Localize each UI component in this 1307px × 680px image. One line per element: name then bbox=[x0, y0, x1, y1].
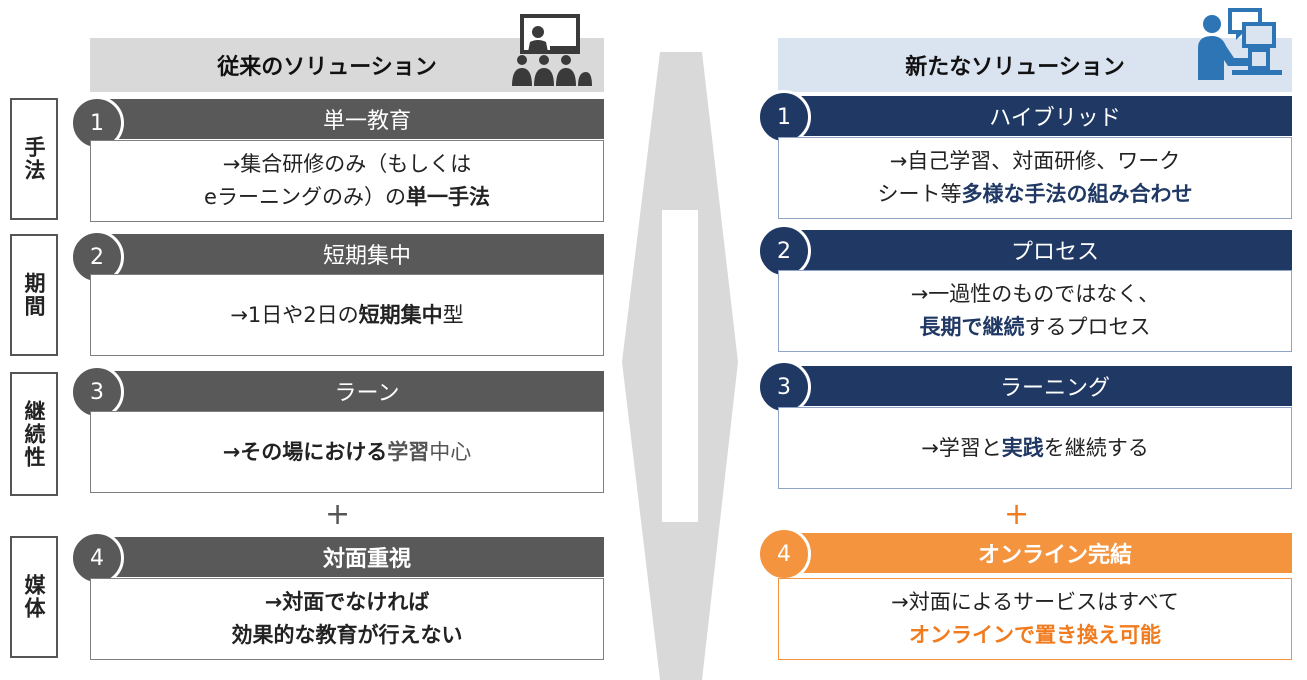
new-item-3-text-c: を継続する bbox=[1043, 435, 1149, 460]
old-item-3-highlight: 学習 bbox=[387, 439, 430, 464]
new-item-1-number: 1 bbox=[757, 90, 811, 144]
new-solution-title: 新たなソリューション bbox=[905, 55, 1125, 80]
old-item-4-body: →対面でなければ 効果的な教育が行えない bbox=[90, 578, 604, 660]
old-item-1-line1: →集合研修のみ（もしくは bbox=[222, 152, 472, 176]
new-item-3-label: ラーニング bbox=[999, 376, 1110, 401]
double-arrow-icon bbox=[622, 52, 738, 680]
new-item-3-title: ラーニング bbox=[778, 366, 1292, 406]
online-worker-icon bbox=[1198, 8, 1282, 80]
new-item-4-body: →対面によるサービスはすべて オンラインで置き換え可能 bbox=[778, 578, 1292, 660]
old-item-1-line2: eラーニングのみ）の単一手法 bbox=[204, 181, 490, 214]
old-item-3-label: ラーン bbox=[334, 381, 400, 406]
new-item-4-label: オンライン完結 bbox=[977, 543, 1132, 568]
new-item-2-label: プロセス bbox=[1010, 240, 1099, 265]
new-plus-sign: + bbox=[1004, 497, 1030, 532]
old-item-2-title: 短期集中 bbox=[90, 234, 604, 274]
new-item-1-label: ハイブリッド bbox=[989, 106, 1121, 131]
new-item-3-highlight: 実践 bbox=[1001, 435, 1044, 460]
old-item-3-number: 3 bbox=[70, 365, 124, 419]
old-item-4-line2: 効果的な教育が行えない bbox=[231, 623, 463, 647]
classroom-icon bbox=[512, 14, 592, 86]
old-item-2-text-a: →1日や2日の bbox=[230, 302, 359, 327]
old-item-2-text-c: 型 bbox=[442, 302, 464, 327]
new-item-3-number: 3 bbox=[757, 360, 811, 414]
side-label-continuity: 継続性 bbox=[10, 372, 58, 496]
old-item-4-number: 4 bbox=[70, 531, 124, 585]
new-item-4-number: 4 bbox=[757, 527, 811, 581]
new-item-4-title: オンライン完結 bbox=[778, 533, 1292, 573]
old-item-3-text-a: →その場における bbox=[222, 439, 388, 464]
side-label-period: 期間 bbox=[10, 234, 58, 356]
old-item-4-label: 対面重視 bbox=[322, 547, 411, 572]
old-item-1-label: 単一教育 bbox=[322, 109, 411, 134]
new-item-2-line2: 長期で継続するプロセス bbox=[920, 311, 1151, 344]
side-label-medium: 媒体 bbox=[10, 536, 58, 658]
new-item-3-text-a: →学習と bbox=[921, 435, 1002, 460]
new-item-1-title: ハイブリッド bbox=[778, 96, 1292, 136]
new-item-1-line1: →自己学習、対面研修、ワーク bbox=[889, 149, 1181, 173]
new-item-2-body: →一過性のものではなく、 長期で継続するプロセス bbox=[778, 270, 1292, 352]
new-item-3-text: →学習と実践を継続する bbox=[921, 432, 1149, 465]
new-item-2-line1: →一過性のものではなく、 bbox=[910, 282, 1160, 306]
new-item-1-body: →自己学習、対面研修、ワーク シート等多様な手法の組み合わせ bbox=[778, 137, 1292, 219]
new-item-2-highlight: 長期で継続 bbox=[919, 315, 1025, 339]
new-item-4-line1: →対面によるサービスはすべて bbox=[891, 590, 1179, 614]
side-label-method: 手法 bbox=[10, 98, 58, 220]
old-item-1-line2-text: eラーニングのみ）の bbox=[204, 185, 406, 209]
old-item-2-text: →1日や2日の短期集中型 bbox=[230, 299, 463, 332]
new-item-3-body: →学習と実践を継続する bbox=[778, 407, 1292, 489]
new-item-1-line2: シート等多様な手法の組み合わせ bbox=[878, 178, 1193, 211]
old-item-3-text-c: 中心 bbox=[429, 439, 472, 464]
old-item-4-title: 対面重視 bbox=[90, 537, 604, 577]
new-item-4-line2: オンラインで置き換え可能 bbox=[909, 623, 1161, 647]
new-item-2-title: プロセス bbox=[778, 230, 1292, 270]
old-solution-title: 従来のソリューション bbox=[217, 55, 437, 80]
old-item-1-title: 単一教育 bbox=[90, 99, 604, 139]
old-item-3-text: →その場における学習中心 bbox=[223, 436, 472, 469]
old-item-3-body: →その場における学習中心 bbox=[90, 411, 604, 493]
old-item-2-label: 短期集中 bbox=[322, 244, 411, 269]
old-item-3-title: ラーン bbox=[90, 371, 604, 411]
old-item-2-highlight: 短期集中 bbox=[358, 302, 443, 327]
old-item-1-body: →集合研修のみ（もしくは eラーニングのみ）の単一手法 bbox=[90, 140, 604, 222]
old-item-4-line1: →対面でなければ bbox=[264, 590, 430, 614]
new-item-2-line2-text: するプロセス bbox=[1024, 315, 1151, 339]
old-solution-header: 従来のソリューション bbox=[90, 38, 604, 92]
old-item-1-highlight: 単一手法 bbox=[405, 185, 490, 209]
old-item-2-body: →1日や2日の短期集中型 bbox=[90, 274, 604, 356]
old-plus-sign: + bbox=[325, 497, 351, 532]
new-item-1-line2-text: シート等 bbox=[877, 182, 962, 206]
new-item-1-highlight: 多様な手法の組み合わせ bbox=[961, 182, 1193, 206]
